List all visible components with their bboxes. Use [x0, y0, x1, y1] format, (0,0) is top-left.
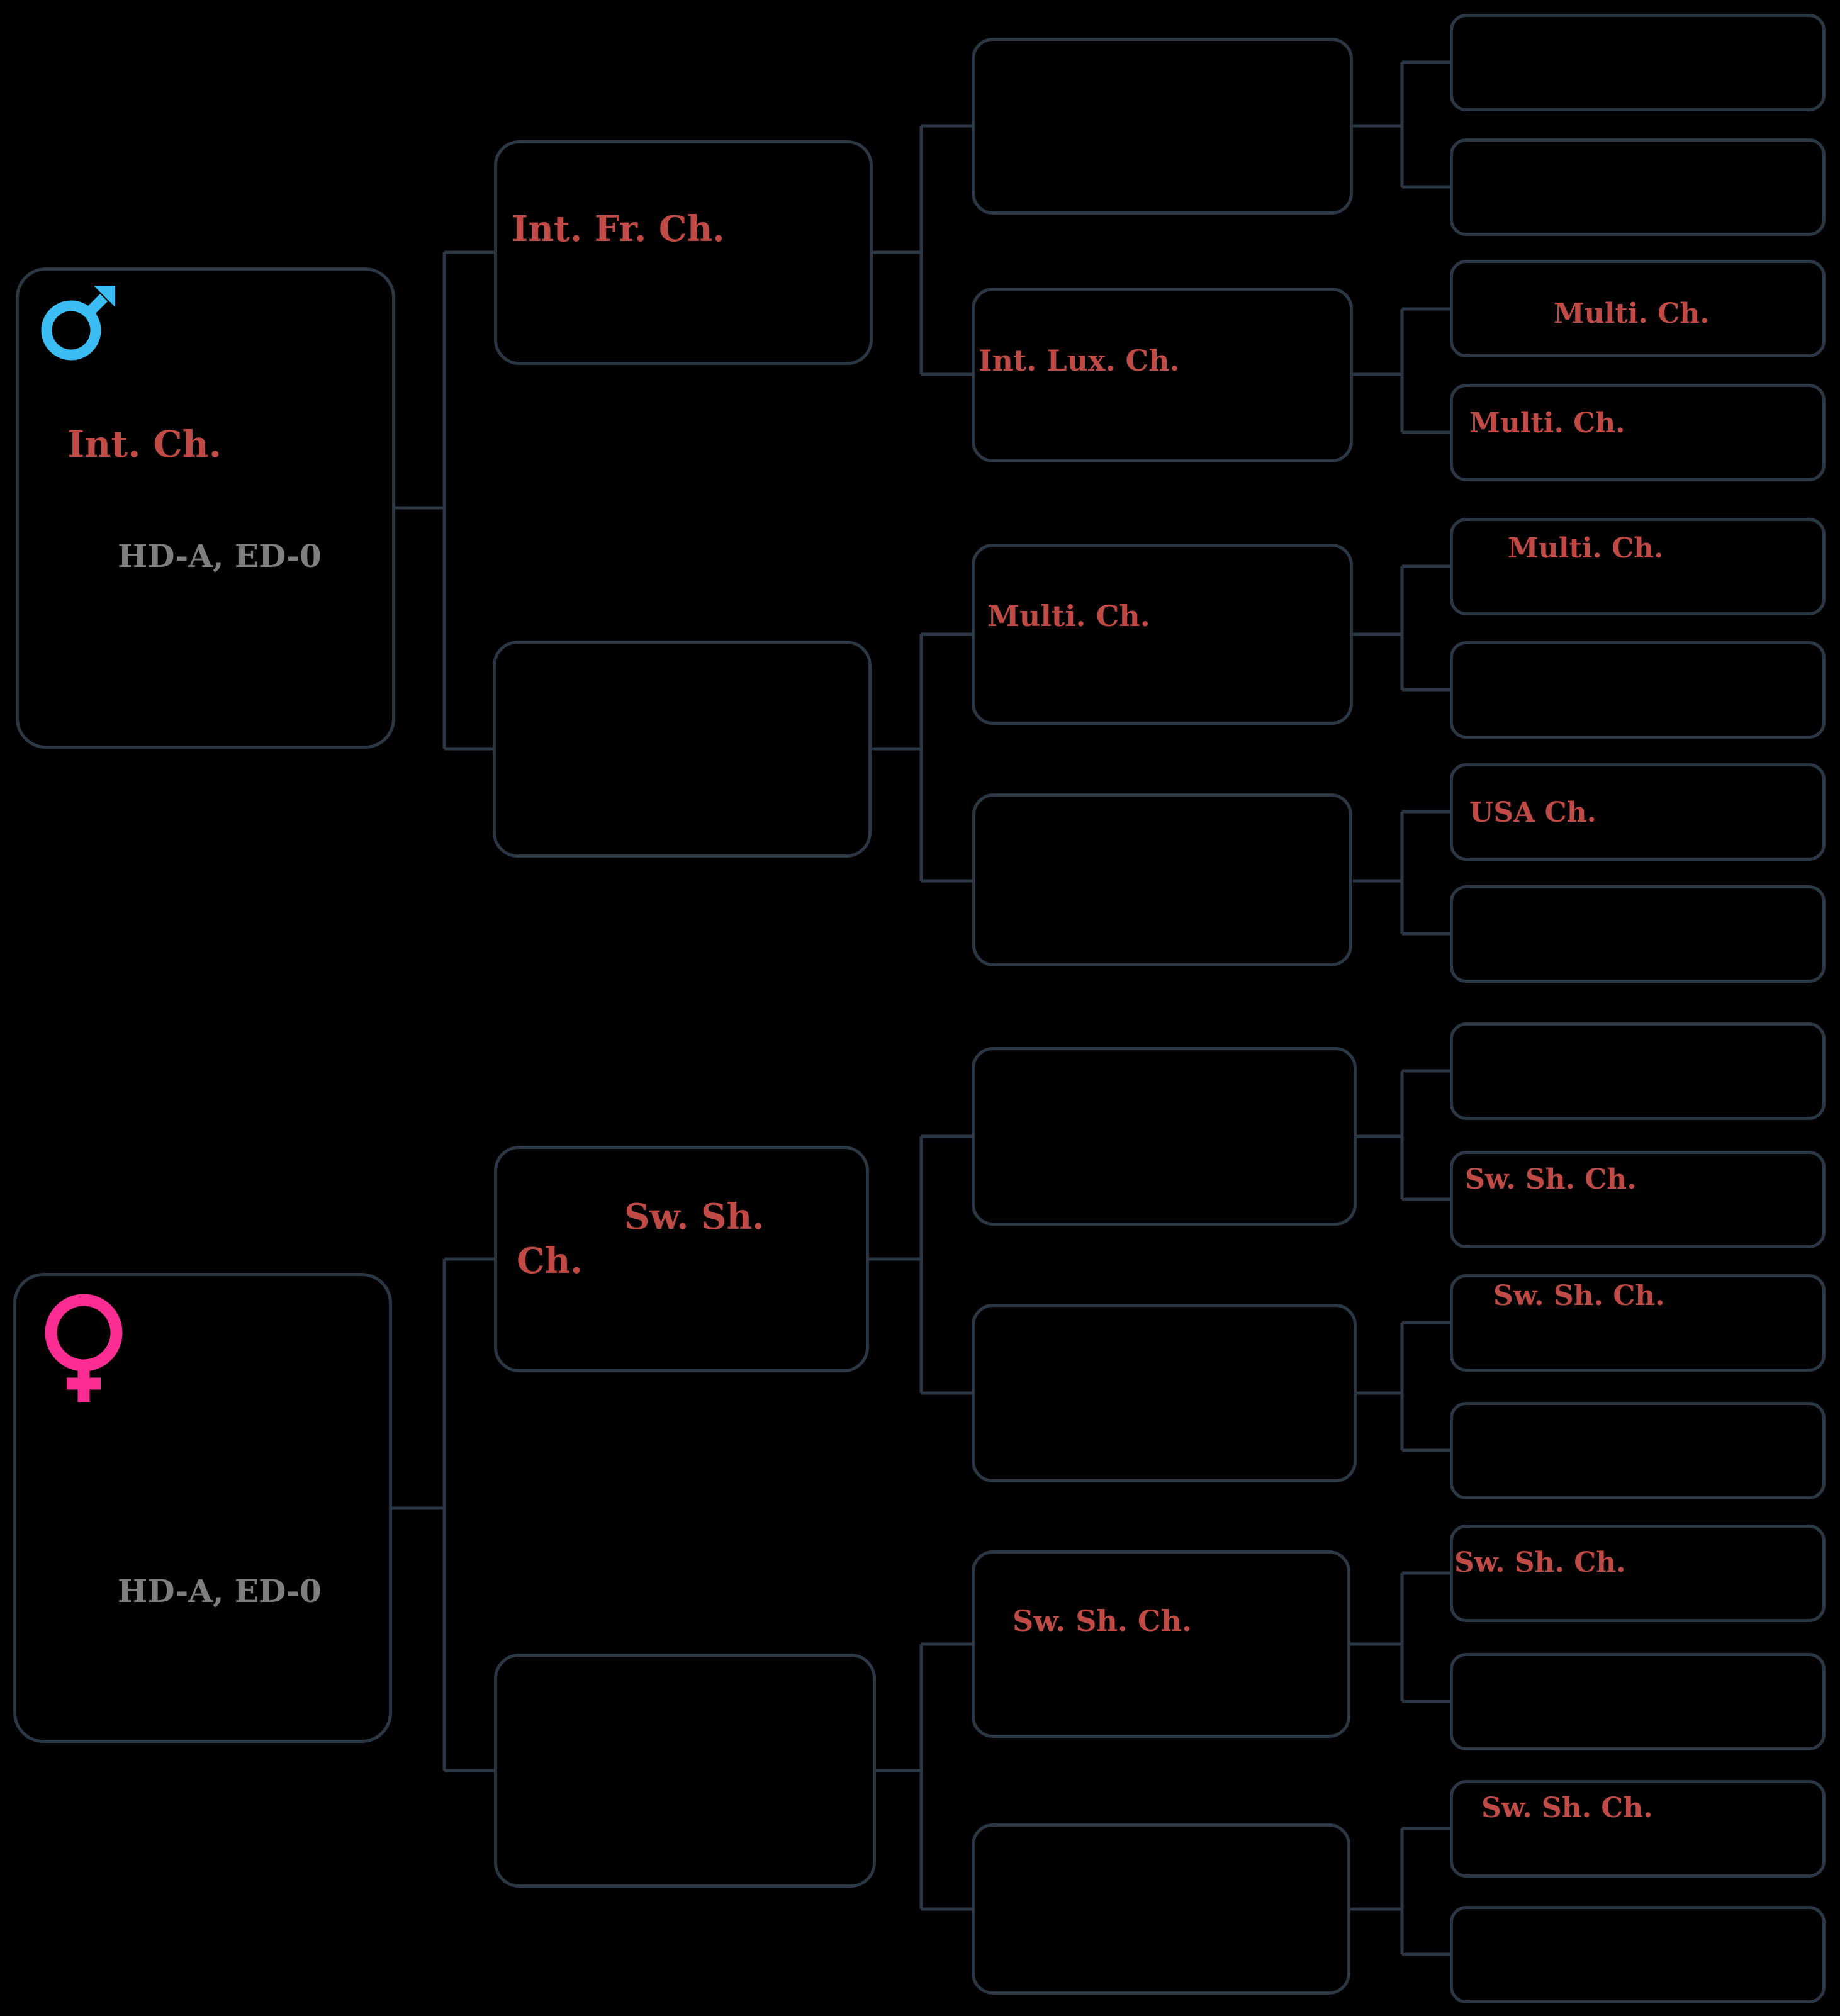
gen3-box-6[interactable]: [972, 1304, 1357, 1482]
gen3-box-8[interactable]: [972, 1823, 1350, 1995]
gen2-box-3[interactable]: Sw. Sh. Ch.: [494, 1146, 869, 1372]
connector-gen3-2: [1353, 307, 1453, 434]
node-title: Multi. Ch.: [987, 599, 1150, 633]
node-title-line2: Ch.: [517, 1240, 583, 1282]
gen4-box-1[interactable]: [1450, 14, 1826, 111]
connector-gen3-6: [1357, 1321, 1453, 1452]
gen4-box-7[interactable]: USA Ch.: [1450, 763, 1826, 861]
connector-gen3-5: [1357, 1069, 1453, 1201]
gen3-box-7[interactable]: Sw. Sh. Ch.: [972, 1550, 1350, 1738]
gen4-box-9[interactable]: [1450, 1022, 1826, 1120]
dam-box[interactable]: HD-A, ED-0: [13, 1273, 392, 1743]
node-title: Multi. Ch.: [1554, 298, 1710, 330]
connector-gen2-4: [876, 1642, 975, 1911]
gen4-box-2[interactable]: [1450, 138, 1826, 236]
connector-dam-children: [392, 1257, 497, 1772]
gen4-box-5[interactable]: Multi. Ch.: [1450, 518, 1826, 615]
gen2-box-1[interactable]: Int. Fr. Ch.: [494, 140, 873, 365]
node-title: Int. Fr. Ch.: [512, 208, 725, 250]
female-icon: [45, 1294, 123, 1402]
node-title: Sw. Sh. Ch.: [1481, 1792, 1653, 1824]
gen4-box-16[interactable]: [1450, 1906, 1826, 2003]
sire-box[interactable]: Int. Ch. HD-A, ED-0: [16, 267, 395, 749]
node-title: Sw. Sh. Ch.: [1013, 1604, 1192, 1638]
gen3-box-5[interactable]: [972, 1047, 1357, 1226]
node-title: Sw. Sh. Ch.: [1493, 1280, 1665, 1312]
sire-health-label: HD-A, ED-0: [118, 537, 322, 574]
connector-gen3-8: [1350, 1827, 1453, 1956]
gen3-box-2[interactable]: Int. Lux. Ch.: [972, 288, 1353, 462]
gen4-box-13[interactable]: Sw. Sh. Ch.: [1450, 1525, 1826, 1622]
gen4-box-11[interactable]: Sw. Sh. Ch.: [1450, 1274, 1826, 1372]
connector-gen3-4: [1353, 810, 1453, 936]
gen3-box-4[interactable]: [972, 793, 1352, 966]
sire-title: Int. Ch.: [67, 423, 222, 466]
gen4-box-14[interactable]: [1450, 1653, 1826, 1750]
connector-gen3-7: [1350, 1571, 1453, 1703]
gen4-box-6[interactable]: [1450, 641, 1826, 739]
dam-health-label: HD-A, ED-0: [118, 1572, 322, 1610]
gen4-box-4[interactable]: Multi. Ch.: [1450, 384, 1826, 481]
gen4-box-3[interactable]: Multi. Ch.: [1450, 260, 1826, 357]
gen2-box-4[interactable]: [494, 1654, 876, 1888]
node-title: Sw. Sh. Ch.: [1465, 1163, 1637, 1196]
gen4-box-15[interactable]: Sw. Sh. Ch.: [1450, 1780, 1826, 1878]
node-title: USA Ch.: [1469, 797, 1596, 829]
node-title: Multi. Ch.: [1508, 532, 1664, 564]
connector-gen2-3: [869, 1134, 975, 1395]
gen3-box-3[interactable]: Multi. Ch.: [972, 544, 1353, 725]
male-icon: [41, 286, 115, 361]
connector-gen2-2: [872, 632, 975, 883]
node-title: Multi. Ch.: [1469, 407, 1625, 439]
connector-gen3-3: [1353, 564, 1453, 692]
connector-sire-children: [395, 250, 497, 751]
gen2-box-2[interactable]: [493, 641, 872, 858]
gen4-box-10[interactable]: Sw. Sh. Ch.: [1450, 1151, 1826, 1248]
node-title: Int. Lux. Ch.: [979, 344, 1180, 378]
gen4-box-8[interactable]: [1450, 885, 1826, 983]
node-title: Sw. Sh. Ch.: [1454, 1547, 1626, 1579]
gen3-box-1[interactable]: [972, 38, 1353, 215]
male-arrowhead: [94, 286, 115, 307]
connector-gen2-1: [872, 124, 975, 376]
gen4-box-12[interactable]: [1450, 1402, 1826, 1499]
connector-gen3-1: [1353, 60, 1453, 189]
node-title-line1: Sw. Sh.: [624, 1196, 765, 1238]
